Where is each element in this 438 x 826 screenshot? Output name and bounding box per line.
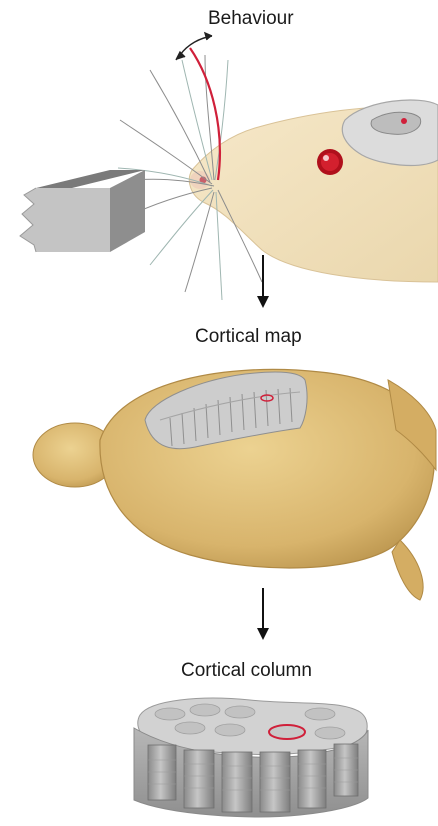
label-cortical-map: Cortical map — [195, 326, 302, 348]
highlighted-column — [269, 725, 305, 739]
label-behaviour: Behaviour — [208, 8, 294, 30]
down-arrow-1 — [257, 255, 269, 308]
touched-object — [20, 170, 145, 252]
rat-head-illustration — [189, 100, 438, 282]
label-cortical-column: Cortical column — [181, 660, 312, 682]
down-arrow-2 — [257, 588, 269, 640]
cortical-column-block — [134, 698, 368, 817]
